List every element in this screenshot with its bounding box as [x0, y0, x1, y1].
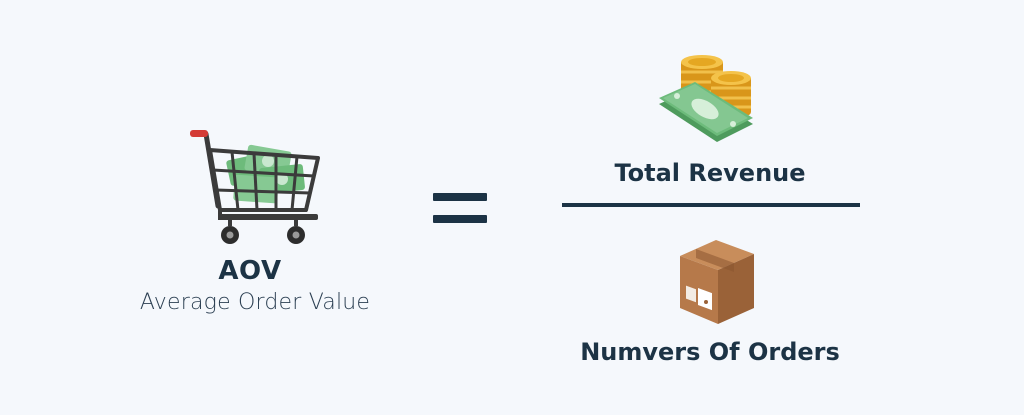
money-coins-icon	[655, 44, 765, 148]
aov-subtitle: Average Order Value	[139, 290, 371, 315]
fraction-line	[562, 203, 860, 207]
aov-title: AOV	[218, 256, 282, 286]
equals-bar-bottom	[433, 215, 487, 223]
numerator-label: Total Revenue	[614, 159, 806, 187]
shopping-cart-icon	[184, 120, 334, 250]
box-icon	[676, 236, 758, 326]
equals-sign	[433, 193, 487, 223]
denominator-label: Numvers Of Orders	[580, 338, 840, 366]
equals-bar-top	[433, 193, 487, 201]
